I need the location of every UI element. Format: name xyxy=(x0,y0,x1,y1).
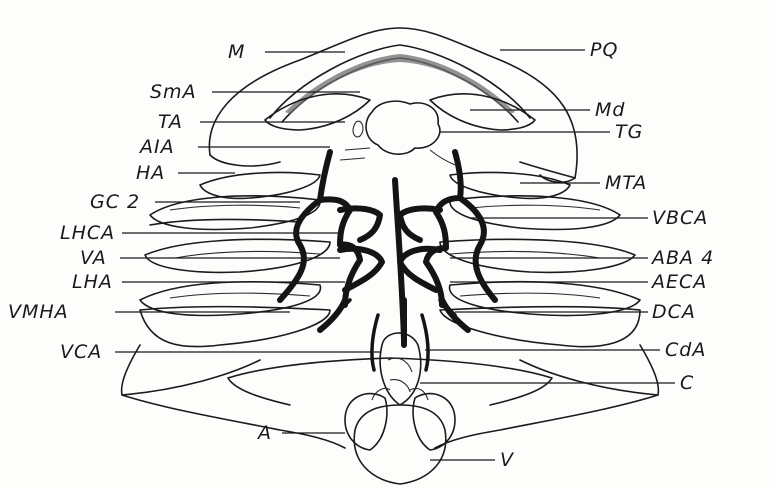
label-C: C xyxy=(680,372,694,394)
label-V: V xyxy=(500,449,515,471)
tooth-row-shading xyxy=(285,54,515,114)
ventral-carotid-left xyxy=(372,315,378,370)
gill-arches-right xyxy=(440,172,640,346)
gill-arch-right-inner-a xyxy=(470,205,600,210)
label-TG: TG xyxy=(615,121,643,143)
pericardial-cavity xyxy=(228,358,552,405)
label-CdA: CdA xyxy=(665,339,706,361)
gill-arch-right-inner-c xyxy=(460,293,600,298)
ventral-carotid-right xyxy=(422,315,428,370)
label-SmA: SmA xyxy=(150,81,197,103)
palatoquadrate-outline xyxy=(209,28,577,182)
label-Md: Md xyxy=(595,99,625,121)
tg-detail-right xyxy=(430,150,455,165)
gill-arch-left-1 xyxy=(200,172,320,198)
label-M: M xyxy=(228,41,245,63)
ventricle xyxy=(354,405,446,484)
tg-detail-left xyxy=(353,121,363,137)
label-VA: VA xyxy=(80,247,107,269)
jaw-structures xyxy=(209,28,577,182)
label-AECA: AECA xyxy=(650,271,707,293)
ventricle-detail xyxy=(372,388,428,400)
inner-mandible-right xyxy=(430,94,535,130)
gill-arch-left-2 xyxy=(150,196,320,230)
label-MTA: MTA xyxy=(605,172,647,194)
vessel-right-outer xyxy=(460,198,495,300)
label-DCA: DCA xyxy=(652,301,696,323)
body-outline xyxy=(122,345,659,448)
heart xyxy=(345,333,455,484)
label-ABA4: ABA 4 xyxy=(650,247,714,269)
label-A: A xyxy=(256,422,272,444)
gill-arch-right-1 xyxy=(450,172,570,198)
gill-arch-right-4 xyxy=(440,239,635,272)
label-VCA: VCA xyxy=(60,341,102,363)
trigeminal-ganglion xyxy=(366,101,440,154)
gill-arch-right-inner-b xyxy=(450,251,600,258)
gill-arch-right-5 xyxy=(450,282,640,316)
gill-arch-left-inner-b xyxy=(175,251,320,258)
label-LHCA: LHCA xyxy=(60,222,115,244)
label-VBCA: VBCA xyxy=(652,207,708,229)
body-flank-right xyxy=(435,395,658,448)
label-TA: TA xyxy=(158,111,183,133)
label-HA: HA xyxy=(136,162,165,184)
label-VMHA: VMHA xyxy=(8,301,69,323)
conus-detail xyxy=(388,358,412,392)
conus-arteriosus xyxy=(380,333,421,405)
label-AIA: AIA xyxy=(138,136,175,158)
gill-arch-left-inner-a xyxy=(170,205,300,210)
label-LHA: LHA xyxy=(72,271,113,293)
label-PQ: PQ xyxy=(590,39,618,61)
body-flank-left xyxy=(122,395,345,448)
label-GC2: GC 2 xyxy=(90,191,140,213)
vessel-left-lower xyxy=(320,300,345,330)
tg-detail-branch xyxy=(340,148,370,160)
atrium-left xyxy=(345,394,387,450)
